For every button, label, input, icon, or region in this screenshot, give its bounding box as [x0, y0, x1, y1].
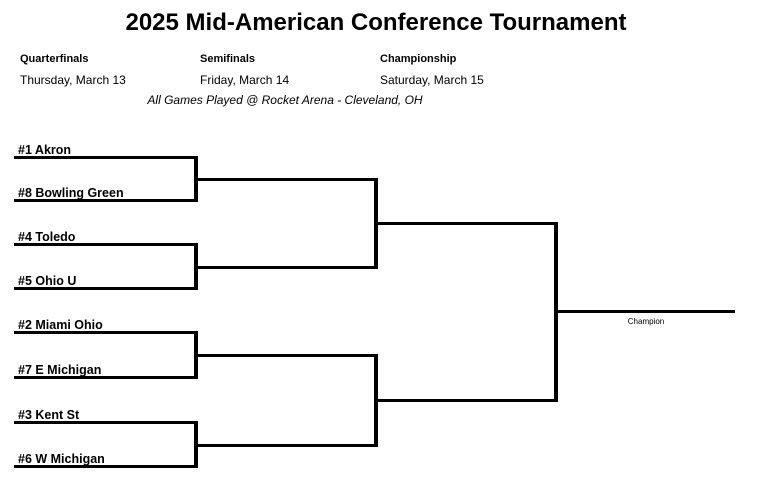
- qf-connector-game4: [194, 421, 198, 468]
- championship-line-bottom: [378, 399, 557, 402]
- team-akron: #1 Akron: [18, 143, 72, 157]
- venue-note: All Games Played @ Rocket Arena - Clevel…: [147, 93, 423, 107]
- championship-connector: [554, 222, 558, 402]
- team-bowling-green: #8 Bowling Green: [18, 186, 124, 200]
- sf-connector-top: [374, 178, 378, 269]
- qf-line-kent-st: [14, 421, 198, 424]
- round-date-championship: Saturday, March 15: [380, 73, 484, 87]
- round-date-semifinals: Friday, March 14: [200, 73, 290, 87]
- qf-connector-game1: [194, 156, 198, 202]
- team-ohio-u: #5 Ohio U: [18, 274, 77, 288]
- team-kent-st: #3 Kent St: [18, 408, 80, 422]
- qf-line-w-michigan: [14, 465, 198, 468]
- qf-connector-game2: [194, 243, 198, 290]
- team-miami-ohio: #2 Miami Ohio: [18, 318, 103, 332]
- qf-line-bowling-green: [14, 199, 198, 202]
- champion-line: [557, 310, 735, 313]
- qf-line-akron: [14, 156, 198, 159]
- sf-line-winner-game4: [197, 444, 378, 447]
- championship-line-top: [378, 222, 557, 225]
- round-header-championship: Championship: [380, 53, 457, 65]
- sf-line-winner-game1: [197, 178, 378, 181]
- team-e-michigan: #7 E Michigan: [18, 363, 102, 377]
- champion-label: Champion: [627, 317, 665, 326]
- qf-line-miami-ohio: [14, 331, 198, 334]
- team-w-michigan: #6 W Michigan: [18, 452, 105, 466]
- sf-line-winner-game3: [197, 354, 378, 357]
- qf-line-e-michigan: [14, 376, 198, 379]
- round-date-quarterfinals: Thursday, March 13: [20, 73, 126, 87]
- round-header-semifinals: Semifinals: [200, 53, 256, 65]
- page-title: 2025 Mid-American Conference Tournament: [125, 9, 627, 36]
- sf-line-winner-game2: [197, 266, 378, 269]
- round-header-quarterfinals: Quarterfinals: [20, 53, 89, 65]
- qf-line-ohio: [14, 287, 198, 290]
- sf-connector-bottom: [374, 354, 378, 447]
- qf-line-toledo: [14, 243, 198, 246]
- qf-connector-game3: [194, 331, 198, 379]
- team-toledo: #4 Toledo: [18, 230, 76, 244]
